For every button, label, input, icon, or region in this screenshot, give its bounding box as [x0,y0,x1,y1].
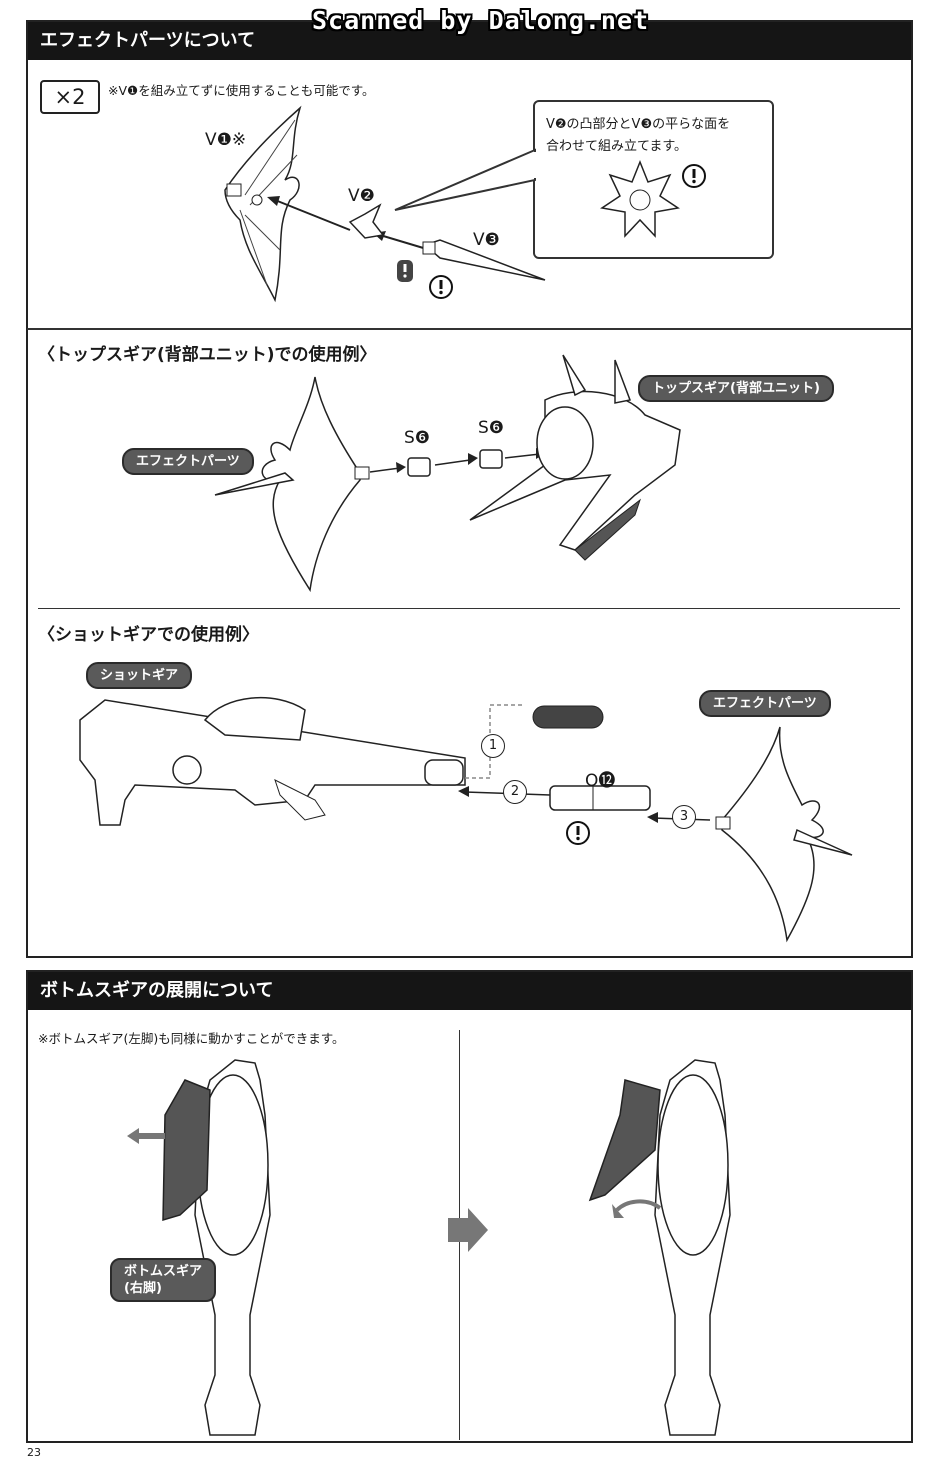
label-effect-parts-shot: エフェクトパーツ [699,690,831,717]
label-bottoms-line2: (右脚) [124,1281,162,1296]
callout-text-line1: V❷の凸部分とV❸の平らな面を [546,117,731,132]
callout-text-line2: 合わせて組み立てます。 [546,139,688,154]
label-shot-gear: ショットギア [86,662,193,689]
part-label-s6b: S❻ [478,418,505,438]
divider [38,608,900,609]
part-label-v3: V❸ [473,230,500,250]
section-title-bottoms-gear: ボトムスギアの展開について [28,972,911,1010]
section-title-effect-parts: エフェクトパーツについて [28,22,911,60]
subsection-title-shot-gear: 〈ショットギアでの使用例〉 [38,625,259,645]
part-label-v1: V❶※ [205,130,247,150]
rotate-arrow-icon [612,1199,662,1218]
quantity-multiplier: ×2 [40,80,100,114]
caution-icon [429,275,453,299]
effect-parts-illustration-shot [715,726,853,943]
next-step-arrow-icon [448,1208,488,1252]
effect-note: ※V❶を組み立てずに使用することも可能です。 [108,83,375,98]
tops-gear-unit-illustration [469,354,681,561]
assembly-arrows-tops [369,448,546,477]
label-bottoms-line1: ボトムスギア [124,1264,203,1279]
label-bottoms-gear-right: ボトムスギア (右脚) [110,1258,217,1302]
watermark: Scanned by Dalong.net [312,6,650,35]
part-label-s6a: S❻ [404,428,431,448]
leg-after-illustration [588,1059,731,1436]
slide-left-arrow-icon [127,1128,165,1144]
callout-pointer [394,148,537,211]
step-1-marker: 1 [481,734,505,758]
caution-icon [682,164,706,188]
v2-closeup-illustration [600,159,680,238]
effect-parts-illustration [214,376,370,593]
leg-before-illustration [162,1059,271,1436]
part-label-o12: O⓬ [585,771,616,791]
subsection-title-tops-gear: 〈トップスギア(背部ユニット)での使用例〉 [38,345,377,365]
wing-v1-illustration [224,105,302,303]
caution-icon [566,821,590,845]
step-3-marker: 3 [672,805,696,829]
step-2-marker: 2 [503,780,527,804]
page-number: 23 [27,1446,41,1459]
part-label-v2: V❷ [348,186,375,206]
label-tops-gear-unit: トップスギア(背部ユニット) [638,375,834,402]
shot-gear-illustration [79,697,466,826]
label-effect-parts: エフェクトパーツ [122,448,254,475]
assembly-arrows-section1 [267,196,546,281]
caution-icon-small [397,260,413,282]
bottoms-note: ※ボトムスギア(左脚)も同様に動かすことができます。 [38,1031,345,1046]
divider [27,328,912,330]
